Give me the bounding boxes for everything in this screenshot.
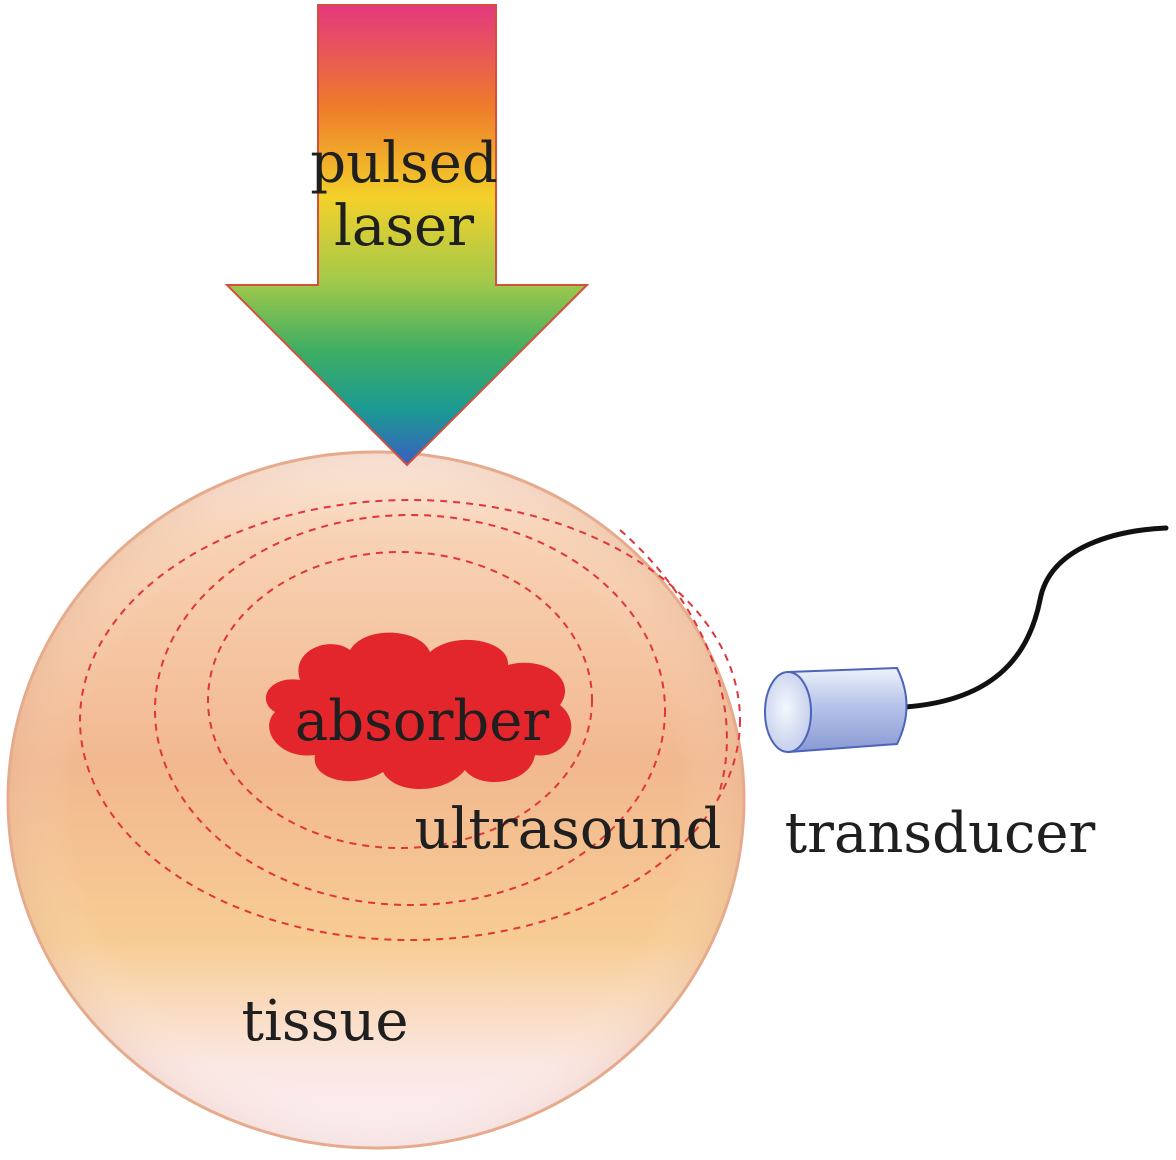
wavefront-ring-1 (207, 551, 593, 849)
absorber-label: absorber (295, 689, 549, 754)
absorber-blob (265, 632, 572, 790)
laser-label-line1: pulsed (310, 131, 498, 196)
tissue-label: tissue (241, 989, 408, 1054)
laser-arrow-icon (224, 4, 590, 467)
ultrasound-label: ultrasound (414, 797, 721, 862)
laser-label-line2: laser (334, 194, 474, 259)
transducer-label: transducer (785, 801, 1096, 866)
wavefront-ring-2 (154, 514, 666, 906)
transducer-cylinder-icon (764, 666, 908, 754)
ultrasound-wavefronts (79, 499, 741, 941)
transducer-cable (902, 525, 1169, 710)
wavefront-ring-3 (79, 499, 741, 941)
tissue-region (6, 450, 746, 1150)
wavefront-edge-arc (619, 529, 728, 791)
